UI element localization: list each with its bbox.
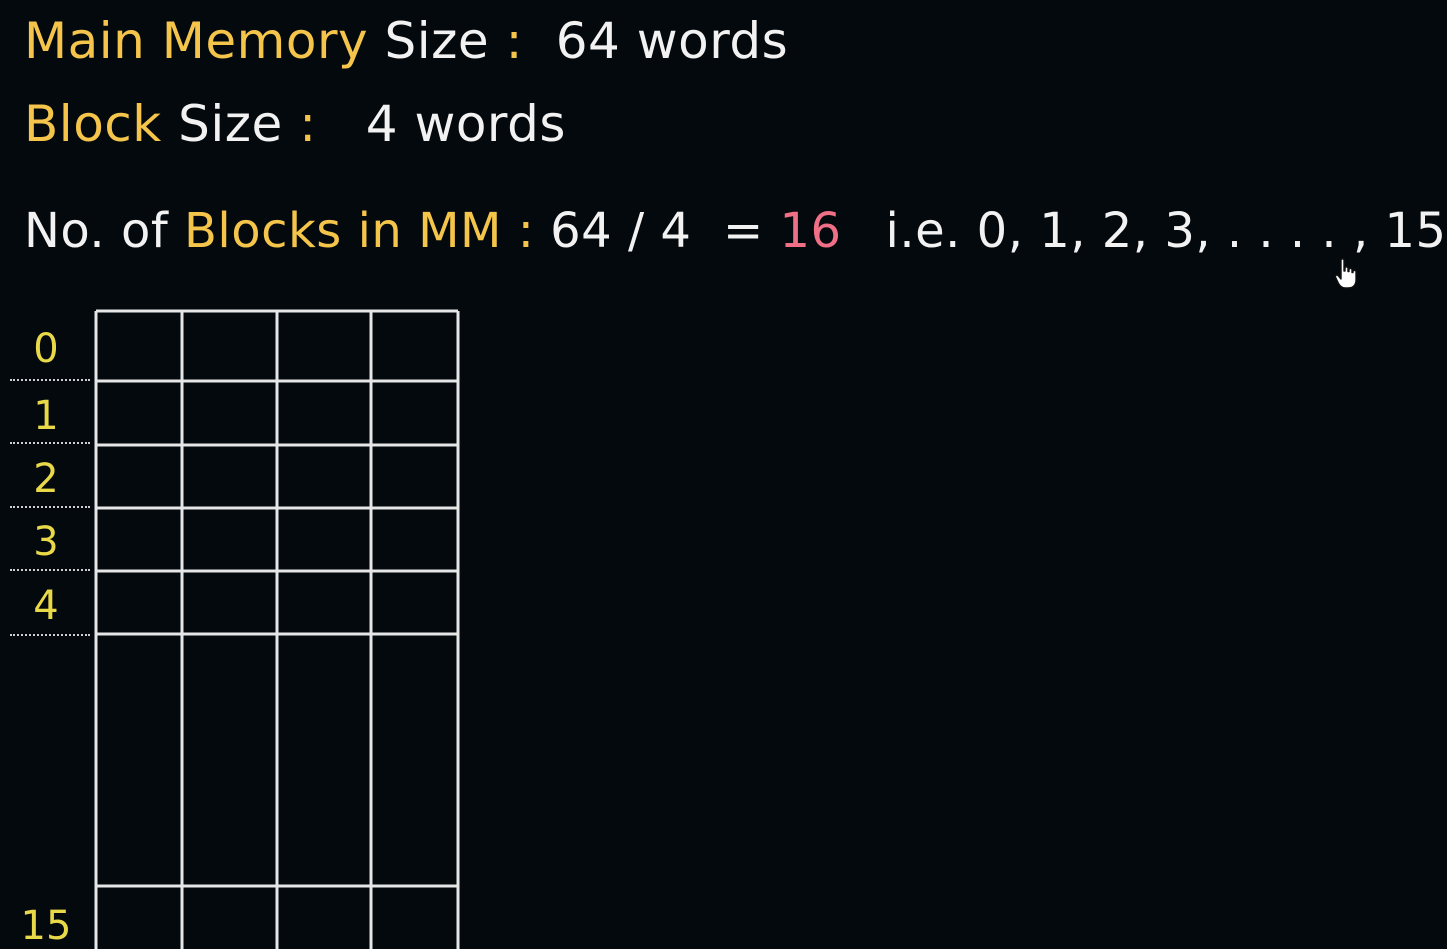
- grid-lines: [94, 309, 460, 949]
- block-separator: [10, 379, 90, 381]
- block-separator: [10, 442, 90, 444]
- block-number-0: 0: [33, 326, 59, 372]
- main-memory-label: Main Memory: [24, 12, 369, 70]
- main-memory-grid: [94, 309, 460, 949]
- main-memory-size-line: Main Memory Size : 64 words: [24, 16, 788, 66]
- block-number-2: 2: [33, 456, 59, 502]
- block-size-line: Block Size : 4 words: [24, 99, 566, 149]
- main-memory-colon: :: [505, 12, 523, 70]
- block-count-result: 16: [779, 203, 842, 259]
- block-size-value: 4 words: [365, 95, 566, 153]
- division-expression: 64 / 4 =: [550, 203, 764, 259]
- block-size-colon: :: [299, 95, 317, 153]
- block-separator: [10, 569, 90, 571]
- block-number-1: 1: [33, 393, 59, 439]
- block-number-15: 15: [20, 903, 72, 949]
- num-blocks-prefix: No. of: [24, 203, 169, 259]
- block-separator: [10, 634, 90, 636]
- block-separator: [10, 506, 90, 508]
- main-memory-value: 64 words: [555, 12, 789, 70]
- size-word: Size: [384, 12, 490, 70]
- block-number-3: 3: [33, 519, 59, 565]
- block-label: Block: [24, 95, 162, 153]
- block-enumeration: i.e. 0, 1, 2, 3, . . . . , 15: [885, 203, 1447, 259]
- blocks-in-mm-label: Blocks in MM: [183, 203, 502, 259]
- num-blocks-colon: :: [517, 203, 535, 259]
- block-size-word: Size: [178, 95, 283, 153]
- hand-pointer-icon: [1334, 258, 1357, 289]
- block-number-4: 4: [33, 583, 59, 629]
